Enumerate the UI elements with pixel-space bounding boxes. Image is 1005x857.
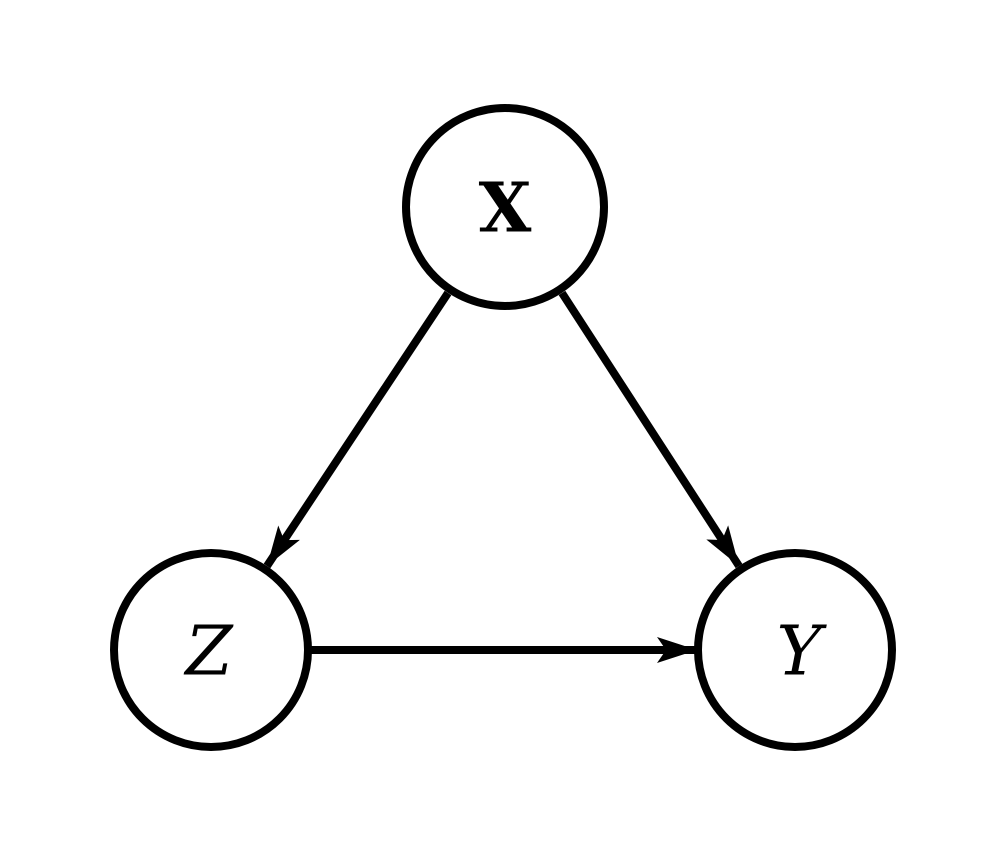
node-y-label: Y (777, 612, 828, 691)
node-z-circle (110, 549, 312, 751)
edge-x-to-z-arrow (263, 290, 452, 569)
node-z-label: Z (183, 612, 234, 691)
edge-x-to-y-arrow (558, 290, 743, 569)
node-x-label: X (479, 168, 532, 248)
node-y-circle (694, 549, 896, 751)
node-x-circle (402, 104, 608, 310)
